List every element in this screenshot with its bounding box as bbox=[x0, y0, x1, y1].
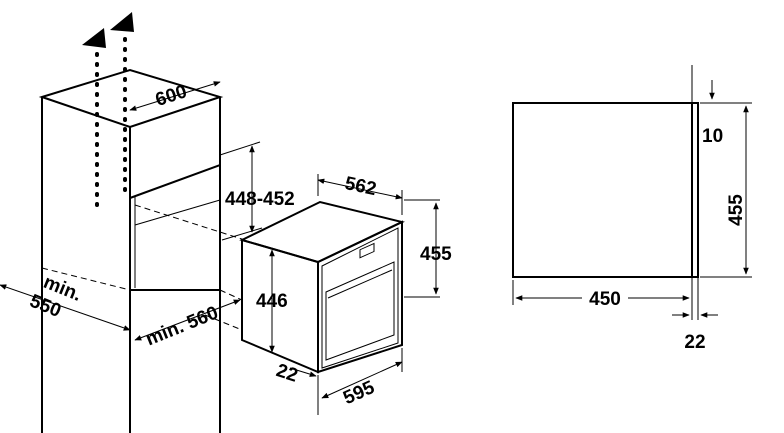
ventilation-arrows-icon bbox=[82, 12, 134, 207]
niche-width-label: 600 bbox=[153, 81, 190, 111]
oven-height-label: 455 bbox=[420, 244, 452, 265]
cabinet-column bbox=[38, 68, 246, 433]
oven bbox=[239, 200, 405, 374]
niche-inner-width-label: min. 560 bbox=[143, 302, 221, 350]
niche-height-label: 448-452 bbox=[225, 189, 295, 210]
oven-depth-label: 562 bbox=[343, 173, 378, 200]
oven-width-label: 595 bbox=[340, 377, 378, 409]
oven-body-height-label: 446 bbox=[256, 291, 288, 312]
oven-front-depth-label: 22 bbox=[274, 360, 301, 387]
side-front-label: 22 bbox=[684, 332, 705, 353]
side-height-label: 455 bbox=[726, 194, 747, 226]
side-view bbox=[512, 65, 752, 320]
side-top-offset-label: 10 bbox=[702, 126, 723, 147]
side-depth-label: 450 bbox=[589, 289, 621, 310]
